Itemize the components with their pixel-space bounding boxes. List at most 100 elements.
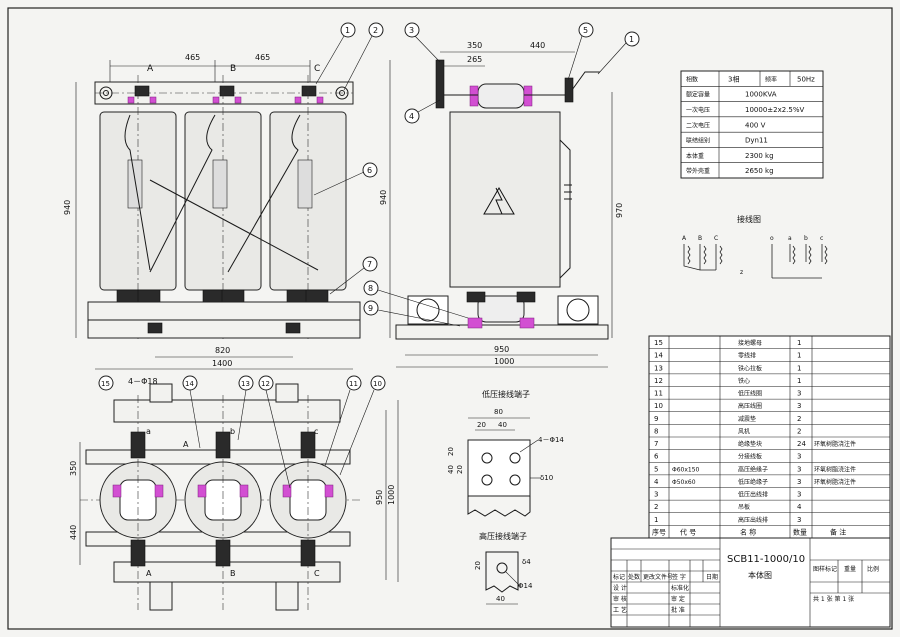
spec-label: 带外壳重 bbox=[686, 167, 710, 175]
svg-text:标准化: 标准化 bbox=[671, 584, 689, 592]
fan-right bbox=[557, 295, 599, 325]
spec-label: 一次电压 bbox=[686, 106, 710, 114]
lv-terminal-title: 低压接线端子 bbox=[482, 389, 530, 399]
svg-text:图样标记: 图样标记 bbox=[813, 565, 837, 573]
svg-text:c: c bbox=[314, 427, 318, 436]
part-no: 7 bbox=[654, 440, 658, 448]
svg-text:9: 9 bbox=[368, 304, 373, 313]
svg-text:5: 5 bbox=[583, 26, 588, 35]
svg-text:40: 40 bbox=[496, 595, 505, 603]
svg-text:20: 20 bbox=[477, 421, 486, 429]
coil-side bbox=[449, 111, 561, 288]
part-qty: 1 bbox=[797, 364, 801, 372]
svg-text:2: 2 bbox=[373, 26, 378, 35]
part-no: 2 bbox=[654, 503, 658, 511]
svg-text:批 准: 批 准 bbox=[671, 606, 685, 614]
drawing-name: 本体图 bbox=[748, 570, 772, 580]
part-no: 3 bbox=[654, 491, 658, 499]
hv-terminals-top bbox=[127, 85, 324, 104]
spec-value: 400 V bbox=[745, 121, 766, 129]
svg-text:B: B bbox=[230, 569, 236, 578]
spec-value: 50Hz bbox=[797, 75, 815, 83]
part-no: 15 bbox=[654, 339, 663, 347]
part-qty: 3 bbox=[797, 390, 801, 398]
dim-265: 265 bbox=[467, 55, 482, 64]
part-no: 11 bbox=[654, 390, 663, 398]
lower-pads bbox=[116, 289, 329, 303]
part-no: 6 bbox=[654, 453, 659, 461]
part-qty: 3 bbox=[797, 465, 801, 473]
wiring-diagram: 接线图 A B C z o a b c bbox=[682, 214, 828, 279]
side-view: 350 440 265 940 970 950 1000 bbox=[363, 22, 640, 368]
svg-text:δ4: δ4 bbox=[522, 558, 531, 566]
phase-label-c: C bbox=[314, 64, 320, 74]
hv-terminal-detail: 高压接线端子 40 20 δ4 Φ14 bbox=[474, 531, 533, 605]
svg-text:a: a bbox=[788, 235, 792, 242]
svg-text:比例: 比例 bbox=[867, 565, 879, 573]
svg-text:15: 15 bbox=[101, 380, 110, 388]
part-name: 低压绝缘子 bbox=[738, 478, 768, 486]
svg-text:7: 7 bbox=[367, 260, 372, 269]
spec-value: 10000±2x2.5%V bbox=[745, 106, 805, 114]
svg-text:审 定: 审 定 bbox=[671, 595, 685, 603]
part-qty: 4 bbox=[797, 503, 802, 511]
phase-label-a: A bbox=[147, 64, 154, 74]
svg-text:共 1 张 第 1 张: 共 1 张 第 1 张 bbox=[813, 595, 854, 603]
hv-terminal-title: 高压接线端子 bbox=[479, 531, 527, 541]
spec-label: 联结组别 bbox=[686, 137, 710, 145]
svg-text:1: 1 bbox=[345, 26, 350, 35]
wiring-title: 接线图 bbox=[737, 214, 761, 224]
part-name: 接地螺母 bbox=[738, 339, 762, 347]
part-no: 8 bbox=[654, 427, 658, 435]
part-name: 高压出线排 bbox=[738, 516, 768, 524]
spec-label: 本体重 bbox=[686, 152, 704, 160]
svg-text:20: 20 bbox=[474, 561, 482, 570]
svg-text:20: 20 bbox=[456, 465, 464, 474]
svg-text:δ10: δ10 bbox=[540, 474, 553, 482]
part-qty: 3 bbox=[797, 453, 801, 461]
plan-view: a b c A A B C 4－Φ18 350 440 950 1000 15 … bbox=[69, 375, 399, 611]
spec-value: 3相 bbox=[728, 74, 739, 83]
part-no: 9 bbox=[654, 415, 658, 423]
part-name: 铁心 bbox=[738, 377, 750, 385]
coils-front bbox=[99, 75, 347, 340]
dim-1000: 1000 bbox=[494, 357, 514, 366]
part-code: Φ60x150 bbox=[672, 466, 700, 473]
part-name: 高压绝缘子 bbox=[738, 465, 768, 473]
svg-text:20: 20 bbox=[447, 447, 455, 456]
svg-text:审 核: 审 核 bbox=[613, 595, 627, 603]
svg-text:标记: 标记 bbox=[613, 573, 625, 581]
part-qty: 24 bbox=[797, 440, 806, 448]
svg-text:C: C bbox=[314, 569, 320, 578]
hv-bushing-side bbox=[477, 83, 525, 109]
spec-value: 2300 kg bbox=[745, 152, 774, 160]
svg-text:440: 440 bbox=[69, 525, 78, 540]
title-block: 标记 处数 更改文件号 签 字 日期 设 计 标准化 审 核 审 定 工 艺 批… bbox=[610, 537, 891, 628]
part-qty: 2 bbox=[797, 415, 801, 423]
front-callouts: 1 2 6 7 bbox=[313, 22, 384, 295]
svg-text:a: a bbox=[146, 427, 151, 436]
dim-950: 950 bbox=[494, 345, 509, 354]
part-no: 14 bbox=[654, 352, 663, 360]
model-name: SCB11-1000/10 bbox=[727, 554, 805, 565]
front-view: 465 465 A B C bbox=[63, 22, 384, 370]
svg-text:8: 8 bbox=[368, 284, 373, 293]
dim-side-940: 940 bbox=[379, 190, 388, 205]
part-name: 低压出线排 bbox=[738, 491, 768, 499]
svg-text:c: c bbox=[820, 235, 823, 242]
svg-text:3: 3 bbox=[409, 26, 414, 35]
svg-text:A: A bbox=[183, 440, 189, 449]
lv-terminal-detail: 低压接线端子 80 20 40 20 40 20 4－Φ14 δ10 bbox=[447, 389, 564, 517]
spec-label: 二次电压 bbox=[686, 121, 710, 129]
part-qty: 3 bbox=[797, 402, 801, 410]
part-note: 环氧树脂浇注件 bbox=[814, 478, 856, 486]
plan-coils bbox=[99, 395, 347, 610]
svg-text:1000: 1000 bbox=[387, 485, 396, 505]
part-note: 环氧树脂浇注件 bbox=[814, 465, 856, 473]
svg-text:1: 1 bbox=[629, 35, 634, 44]
spec-label: 频率 bbox=[765, 75, 777, 83]
parts-header-no: 序号 bbox=[652, 527, 666, 536]
